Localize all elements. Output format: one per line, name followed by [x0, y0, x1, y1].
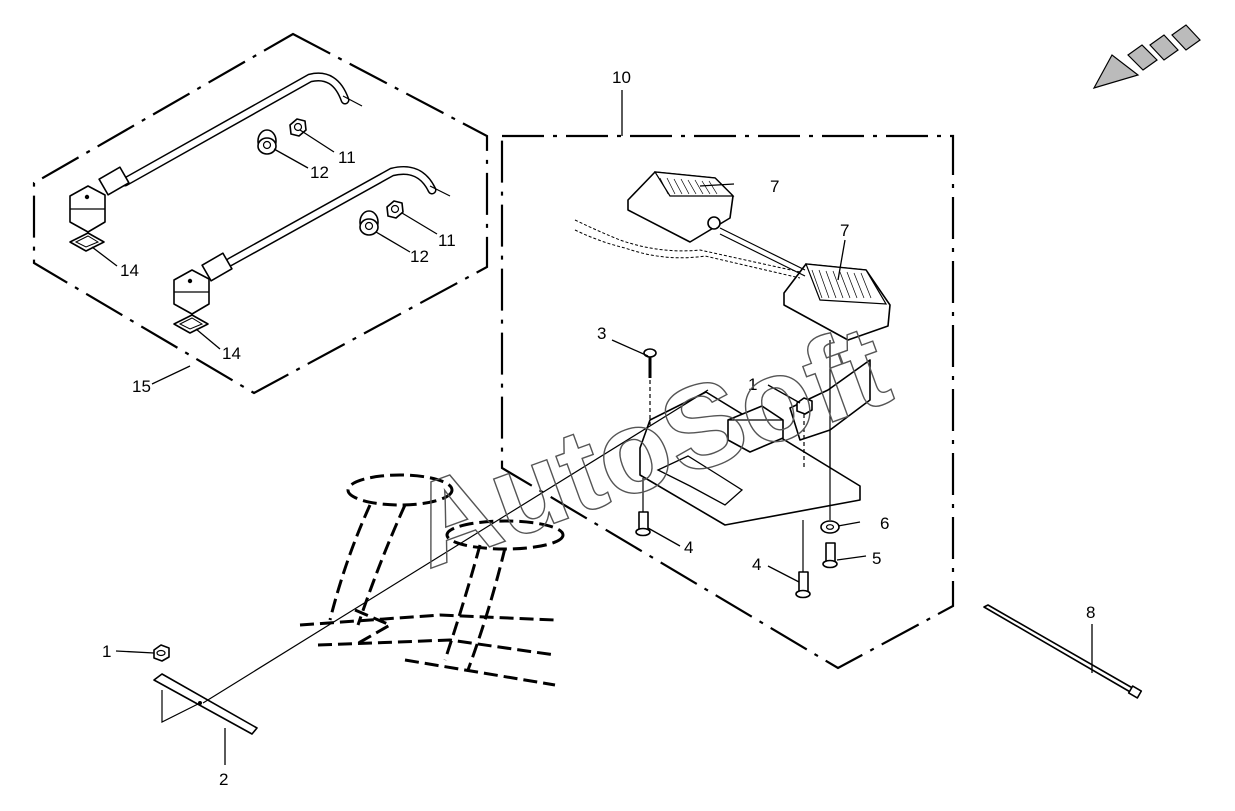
control-box-7-upper	[627, 171, 735, 243]
mounting-axis	[202, 389, 709, 704]
callout-12-upper: 12	[310, 163, 329, 182]
callout-5: 5	[872, 549, 881, 568]
callout-15: 15	[132, 377, 151, 396]
callout-7-upper: 7	[770, 177, 779, 196]
cable-tie-8	[983, 604, 1143, 699]
callout-6: 6	[880, 514, 889, 533]
mounting-plate	[639, 359, 871, 526]
bolt-5	[822, 340, 838, 569]
callout-14-upper: 14	[120, 261, 139, 280]
leader-lines	[91, 90, 1093, 765]
control-box-7-lower	[783, 263, 891, 341]
bracket-2	[153, 673, 258, 735]
callout-4-left: 4	[684, 538, 693, 557]
wiring-loom	[574, 219, 801, 273]
cable-harness-lower	[173, 166, 451, 315]
callout-11-lower: 11	[438, 231, 456, 250]
gasket-14-upper	[69, 232, 105, 252]
vehicle-frame-phantom	[299, 473, 565, 687]
callout-14-lower: 14	[222, 344, 241, 363]
callout-8: 8	[1086, 603, 1095, 622]
callout-1-lower: 1	[102, 642, 111, 661]
gasket-14-lower	[173, 314, 209, 334]
callout-1-upper: 1	[748, 375, 757, 394]
callout-12-lower: 12	[410, 247, 429, 266]
callout-10: 10	[612, 68, 631, 87]
cable-harness-upper	[69, 72, 363, 233]
cable-gland-12-lower	[359, 210, 379, 236]
callout-2: 2	[219, 770, 228, 789]
nut-1-lower	[153, 644, 170, 662]
callout-11-upper: 11	[338, 148, 356, 167]
callout-3: 3	[597, 324, 606, 343]
washer-6	[820, 520, 840, 534]
orientation-arrow-icon	[1092, 24, 1201, 89]
assembly-10-boundary	[500, 134, 955, 670]
kit-15-boundary	[32, 32, 489, 395]
bolt-4-left	[635, 478, 651, 537]
nut-1-upper	[796, 397, 813, 468]
nut-11-lower	[386, 200, 404, 219]
callout-7-lower: 7	[840, 221, 849, 240]
nut-11-upper	[289, 118, 307, 137]
bolt-4-right	[795, 520, 811, 599]
callout-4-right: 4	[752, 555, 761, 574]
cable-gland-12-upper	[257, 129, 277, 155]
